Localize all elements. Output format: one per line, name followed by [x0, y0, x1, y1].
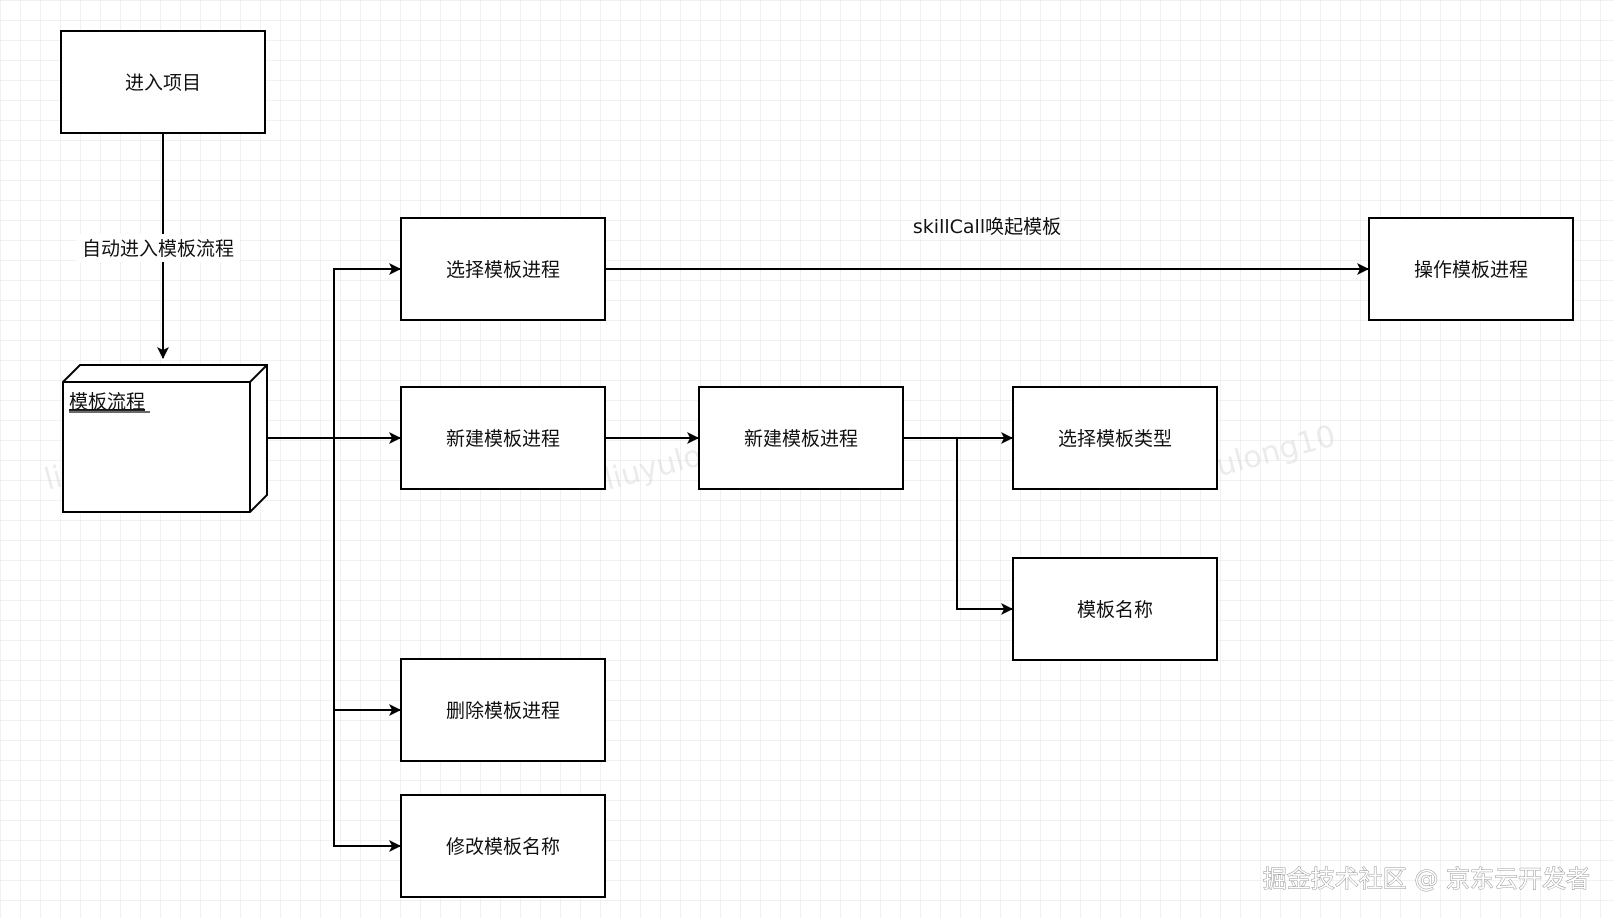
node-label: 新建模板进程 [744, 428, 858, 450]
node-new-template-process-detail[interactable]: 新建模板进程 [698, 386, 904, 490]
footer-watermark: 掘金技术社区 @ 京东云开发者 [1263, 865, 1590, 893]
node-select-template-type[interactable]: 选择模板类型 [1012, 386, 1218, 490]
node-label: 操作模板进程 [1414, 259, 1528, 281]
node-label: 选择模板进程 [446, 259, 560, 281]
node-label: 模板流程 [69, 391, 145, 413]
node-label: 选择模板类型 [1058, 428, 1172, 450]
node-label: 进入项目 [125, 72, 201, 94]
node-enter-project[interactable]: 进入项目 [60, 30, 266, 134]
node-label: 新建模板进程 [446, 428, 560, 450]
edge-flow-to-rename [333, 710, 401, 852]
node-new-template-process[interactable]: 新建模板进程 [400, 386, 606, 490]
node-label: 修改模板名称 [446, 836, 560, 858]
edge-label-auto-enter: 自动进入模板流程 [82, 238, 234, 260]
node-delete-template-process[interactable]: 删除模板进程 [400, 658, 606, 762]
edge-label-background [76, 234, 240, 262]
node-rename-template[interactable]: 修改模板名称 [400, 794, 606, 898]
node-select-template-process[interactable]: 选择模板进程 [400, 217, 606, 321]
node-operate-template-process[interactable]: 操作模板进程 [1368, 217, 1574, 321]
node-label: 模板名称 [1077, 599, 1153, 621]
edge-label-skill-call: skillCall唤起模板 [913, 216, 1061, 238]
edge-new-to-name [956, 438, 1013, 615]
node-label: 删除模板进程 [446, 700, 560, 722]
node-template-flow[interactable]: 模板流程 [62, 364, 268, 513]
node-template-name[interactable]: 模板名称 [1012, 557, 1218, 661]
